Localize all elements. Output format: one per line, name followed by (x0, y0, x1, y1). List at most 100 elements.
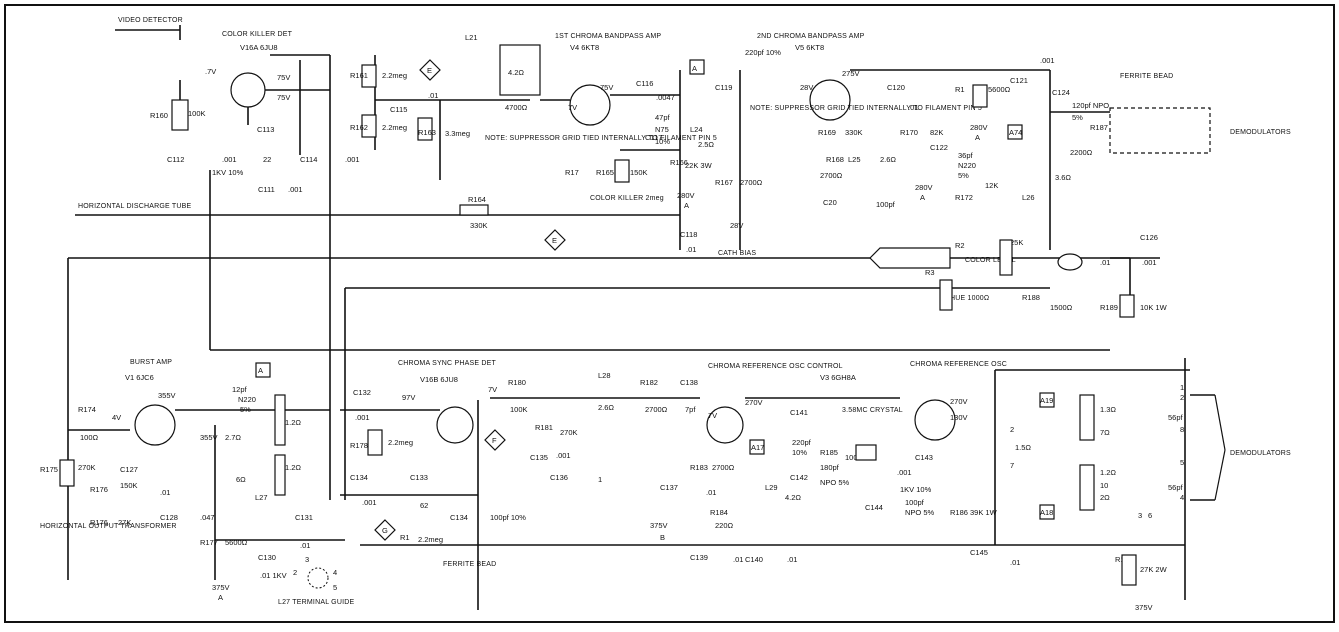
svg-text:.01: .01 (733, 555, 743, 564)
svg-text:280V: 280V (677, 191, 695, 200)
svg-text:1.2Ω: 1.2Ω (285, 418, 301, 427)
svg-text:56pf: 56pf (1168, 413, 1184, 422)
label-color-killer: COLOR KILLER 2meg (590, 195, 664, 202)
svg-text:22: 22 (263, 155, 271, 164)
svg-text:3: 3 (1138, 511, 1142, 520)
label-video-detector: VIDEO DETECTOR (118, 17, 183, 24)
label-demod-bottom: DEMODULATORS (1230, 450, 1291, 457)
svg-text:A: A (975, 133, 980, 142)
ref-osc-section: CHROMA REFERENCE OSC V3 6GH8A 3.58MC CRY… (790, 361, 1020, 567)
svg-text:R183: R183 (690, 463, 708, 472)
label-burst-amp: BURST AMP (130, 359, 172, 366)
svg-text:100K: 100K (845, 453, 863, 462)
svg-text:.001: .001 (288, 185, 303, 194)
svg-text:E: E (427, 66, 432, 75)
svg-text:280V: 280V (970, 123, 988, 132)
svg-text:7V: 7V (708, 411, 717, 420)
svg-text:5: 5 (1180, 458, 1184, 467)
svg-text:V1 6JC6: V1 6JC6 (125, 373, 154, 382)
svg-text:180pf: 180pf (820, 463, 840, 472)
label-note2: NOTE: SUPPRESSOR GRID TIED INTERNALLY TO… (750, 105, 982, 112)
svg-text:270V: 270V (745, 398, 763, 407)
svg-text:27K 2W: 27K 2W (1140, 565, 1168, 574)
svg-text:C134: C134 (450, 513, 468, 522)
svg-text:A: A (920, 193, 925, 202)
svg-text:4.2Ω: 4.2Ω (508, 68, 524, 77)
svg-text:C141: C141 (790, 408, 808, 417)
svg-text:47pf: 47pf (655, 113, 671, 122)
svg-text:1KV 10%: 1KV 10% (212, 168, 244, 177)
svg-text:6Ω: 6Ω (236, 475, 246, 484)
svg-text:4: 4 (1180, 493, 1184, 502)
terminal-guide: 3 2 4 5 L27 TERMINAL GUIDE (278, 555, 354, 606)
svg-text:.001: .001 (1040, 56, 1055, 65)
svg-text:R178: R178 (350, 441, 368, 450)
chroma-sync-section: CHROMA SYNC PHASE DET V16B 6JU8 C132 .00… (340, 360, 526, 568)
svg-text:1: 1 (598, 475, 602, 484)
svg-text:C144: C144 (865, 503, 883, 512)
svg-text:280V: 280V (915, 183, 933, 192)
svg-text:150K: 150K (120, 481, 138, 490)
tube-v3a (706, 406, 744, 444)
svg-text:C112: C112 (167, 155, 184, 164)
svg-text:375V: 375V (212, 583, 230, 592)
svg-text:22K 3W: 22K 3W (685, 161, 713, 170)
svg-text:7pf: 7pf (685, 405, 696, 414)
svg-text:C135: C135 (530, 453, 548, 462)
svg-text:R165: R165 (596, 168, 614, 177)
label-second-amp: 2ND CHROMA BANDPASS AMP (757, 33, 865, 40)
svg-text:2Ω: 2Ω (1100, 493, 1110, 502)
label-ref-ctrl: CHROMA REFERENCE OSC CONTROL (708, 363, 843, 370)
output-bottom: A19 A18 2 7 1.5Ω 1.3Ω 7Ω 1.2Ω 10 2Ω 56pf… (1010, 383, 1291, 612)
tube-v16a (230, 72, 266, 108)
svg-text:12K: 12K (985, 181, 998, 190)
svg-text:V4 6KT8: V4 6KT8 (570, 43, 599, 52)
svg-text:8: 8 (1180, 425, 1184, 434)
label-crystal: 3.58MC CRYSTAL (842, 407, 903, 414)
svg-text:.01: .01 (706, 488, 716, 497)
svg-text:C20: C20 (823, 198, 837, 207)
burst-amp-section: BURST AMP V1 6JC6 355V 355V R174 100Ω 4V… (40, 359, 330, 602)
svg-text:C136: C136 (550, 473, 568, 482)
svg-text:C115: C115 (390, 105, 407, 114)
svg-text:N75: N75 (655, 125, 669, 134)
svg-text:.0047: .0047 (656, 93, 675, 102)
svg-text:R167: R167 (715, 178, 733, 187)
svg-text:R177: R177 (200, 538, 218, 547)
tube-v16b (436, 406, 474, 444)
svg-text:R162: R162 (350, 123, 368, 132)
svg-text:220pf: 220pf (792, 438, 812, 447)
svg-text:7V: 7V (568, 103, 577, 112)
svg-text:330K: 330K (470, 221, 488, 230)
svg-text:.01: .01 (686, 245, 696, 254)
svg-text:3: 3 (305, 555, 309, 564)
label-demod-top: DEMODULATORS (1230, 129, 1291, 136)
label-note1: NOTE: SUPPRESSOR GRID TIED INTERNALLY TO… (485, 135, 717, 142)
svg-text:75V: 75V (277, 73, 290, 82)
label-chroma-sync: CHROMA SYNC PHASE DET (398, 360, 496, 367)
label-terminal-guide: L27 TERMINAL GUIDE (278, 599, 354, 606)
svg-text:R180: R180 (508, 378, 526, 387)
svg-text:A17: A17 (751, 443, 764, 452)
outer-border (4, 4, 1335, 623)
svg-text:C127: C127 (120, 465, 138, 474)
svg-text:2.5Ω: 2.5Ω (698, 140, 714, 149)
svg-text:.001: .001 (355, 413, 370, 422)
label-first-amp: 1ST CHROMA BANDPASS AMP (555, 33, 661, 40)
svg-text:2.2meg: 2.2meg (418, 535, 443, 544)
svg-text:.001: .001 (1142, 258, 1157, 267)
svg-text:2: 2 (1180, 393, 1184, 402)
svg-text:C145: C145 (970, 548, 988, 557)
svg-text:R163: R163 (418, 128, 436, 137)
svg-text:R185: R185 (820, 448, 838, 457)
horizontal-discharge: HORIZONTAL DISCHARGE TUBE R164 330K (78, 195, 489, 230)
svg-text:3.3meg: 3.3meg (445, 129, 470, 138)
svg-text:A: A (218, 593, 223, 602)
svg-text:NPO 5%: NPO 5% (820, 478, 850, 487)
svg-text:V5 6KT8: V5 6KT8 (795, 43, 824, 52)
svg-text:2.6Ω: 2.6Ω (598, 403, 614, 412)
svg-text:R176: R176 (90, 485, 108, 494)
svg-text:355V: 355V (200, 433, 218, 442)
svg-text:R189: R189 (1100, 303, 1118, 312)
label-horiz-discharge: HORIZONTAL DISCHARGE TUBE (78, 203, 192, 210)
